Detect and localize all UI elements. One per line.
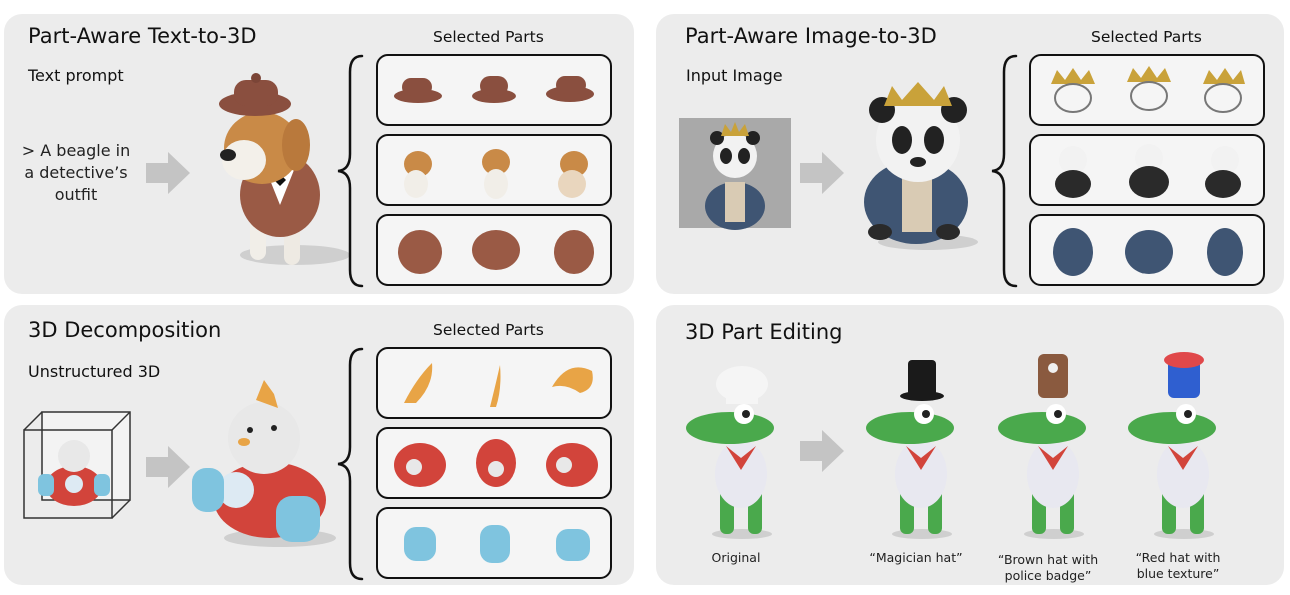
prompt-line: outfit xyxy=(54,185,98,204)
selected-parts-title: Selected Parts xyxy=(433,321,544,339)
selected-part-body xyxy=(376,134,612,206)
croc-original-model xyxy=(686,366,774,539)
coat-part-icon xyxy=(398,230,594,274)
caption-red-hat: “Red hat with blue texture” xyxy=(1112,550,1244,582)
croc-magician-hat-model xyxy=(866,360,954,539)
selected-part-coat xyxy=(376,214,612,286)
brace-icon xyxy=(991,54,1018,288)
input-image xyxy=(679,118,791,230)
wheel-part-icon xyxy=(404,525,590,563)
panel-title: Part-Aware Text-to-3D xyxy=(28,24,257,48)
selected-part-robe xyxy=(1029,214,1265,286)
prompt-line: > A beagle in xyxy=(21,141,131,160)
croc-police-hat-model xyxy=(998,354,1086,539)
hat-part-icon xyxy=(394,76,594,103)
caption-line: “Brown hat with xyxy=(997,552,1099,567)
croc-red-hat-model xyxy=(1128,352,1216,539)
beagle-detective-model xyxy=(219,73,350,265)
prompt-line: a detective’s xyxy=(24,163,128,182)
panel-title: 3D Decomposition xyxy=(28,318,222,342)
brace-icon xyxy=(337,54,364,288)
input-label: Unstructured 3D xyxy=(28,362,161,381)
selected-parts-title: Selected Parts xyxy=(1091,28,1202,46)
crown-part-icon xyxy=(1051,66,1245,113)
caption-magician-hat: “Magician hat” xyxy=(856,550,976,566)
beagle-body-part-icon xyxy=(404,149,588,199)
robe-part-icon xyxy=(1053,228,1243,276)
selected-part-crest xyxy=(376,347,612,419)
arrow-icon xyxy=(146,152,190,194)
crest-part-icon xyxy=(404,363,593,407)
arrow-icon xyxy=(800,430,844,472)
caption-line: police badge” xyxy=(1004,568,1092,583)
car-body-part-icon xyxy=(394,439,598,487)
panel-title: 3D Part Editing xyxy=(685,320,843,344)
caption-police-hat: “Brown hat with police badge” xyxy=(982,552,1114,584)
selected-part-panda-body xyxy=(1029,134,1265,206)
unstructured-3d-cube-icon xyxy=(23,411,131,519)
arrow-icon xyxy=(146,446,190,488)
text-prompt: > A beagle in a detective’s outfit xyxy=(14,140,138,206)
arrow-icon xyxy=(800,152,844,194)
caption-line: “Magician hat” xyxy=(869,550,963,565)
input-label: Input Image xyxy=(686,66,783,85)
selected-part-crown xyxy=(1029,54,1265,126)
caption-line: “Red hat with xyxy=(1135,550,1221,565)
panel-title: Part-Aware Image-to-3D xyxy=(685,24,937,48)
panda-body-part-icon xyxy=(1055,144,1241,198)
panda-king-model xyxy=(864,82,978,250)
caption-line: blue texture” xyxy=(1136,566,1220,581)
selected-part-car-body xyxy=(376,427,612,499)
caption-original: Original xyxy=(686,550,786,566)
toy-car-model xyxy=(192,380,336,547)
panda-image-icon xyxy=(705,122,765,230)
caption-line: Original xyxy=(711,550,761,565)
selected-part-wheel xyxy=(376,507,612,579)
brace-icon xyxy=(337,347,364,581)
selected-parts-title: Selected Parts xyxy=(433,28,544,46)
selected-part-hat xyxy=(376,54,612,126)
input-label: Text prompt xyxy=(28,66,124,85)
